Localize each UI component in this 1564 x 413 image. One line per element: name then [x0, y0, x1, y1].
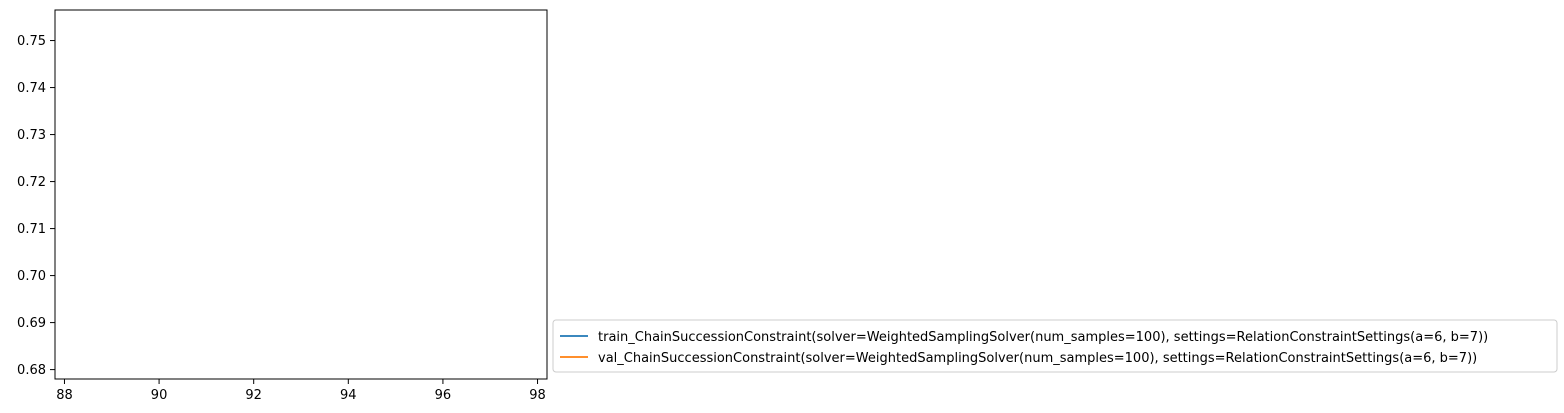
- y-axis-ticks: 0.68 0.69 0.70 0.71 0.72 0.73 0.74 0.75: [17, 34, 55, 378]
- y-tick-label: 0.71: [17, 222, 46, 237]
- y-tick-label: 0.70: [17, 269, 46, 284]
- y-tick-label: 0.72: [17, 175, 46, 190]
- x-axis-ticks: 88 90 92 94 96 98: [56, 379, 546, 403]
- x-tick-label: 98: [529, 388, 546, 403]
- x-tick-label: 96: [435, 388, 452, 403]
- plot-background: [55, 10, 547, 379]
- legend-label-val: val_ChainSuccessionConstraint(solver=Wei…: [598, 351, 1477, 366]
- plot-frame: [54, 9, 548, 380]
- x-tick-label: 90: [151, 388, 168, 403]
- x-tick-label: 88: [56, 388, 73, 403]
- y-tick-label: 0.73: [17, 128, 46, 143]
- y-tick-label: 0.74: [17, 81, 46, 96]
- y-tick-label: 0.75: [17, 34, 46, 49]
- legend-box: [552, 319, 1558, 373]
- x-tick-label: 92: [245, 388, 262, 403]
- y-tick-label: 0.68: [17, 363, 46, 378]
- y-tick-label: 0.69: [17, 316, 46, 331]
- x-tick-label: 94: [340, 388, 357, 403]
- legend: train_ChainSuccessionConstraint(solver=W…: [552, 319, 1558, 373]
- legend-label-train: train_ChainSuccessionConstraint(solver=W…: [598, 330, 1488, 345]
